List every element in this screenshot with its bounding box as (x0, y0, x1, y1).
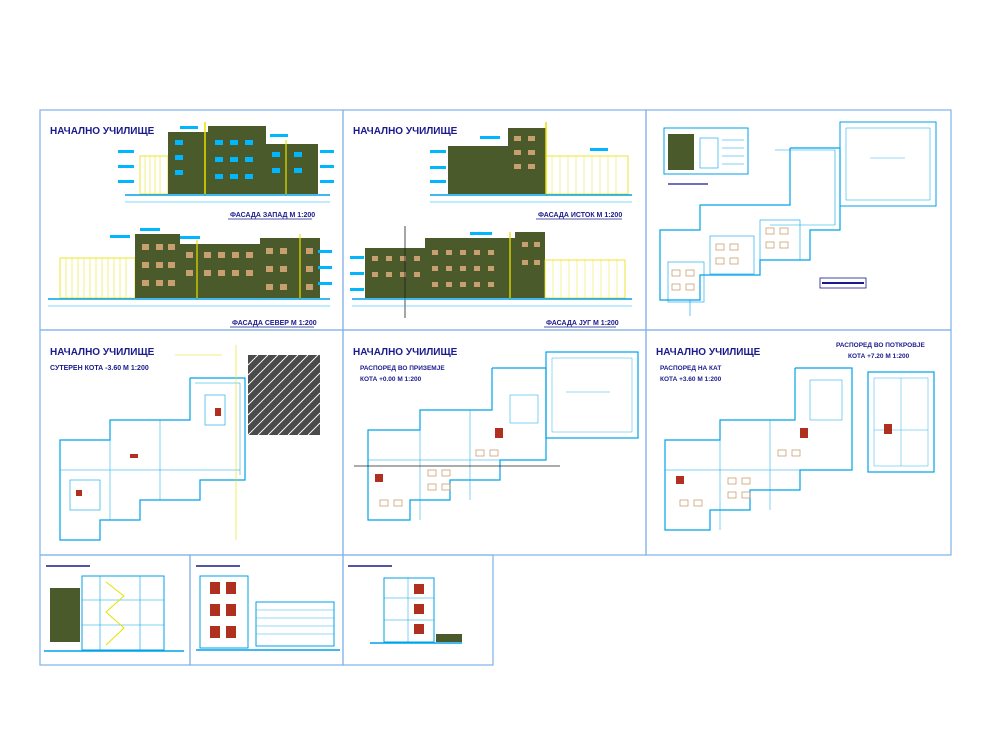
facade-east-caption: ФАСАДА ИСТОК М 1:200 (538, 212, 622, 219)
panel-1: НАЧАЛНО УЧИЛИЩЕ (48, 122, 334, 328)
facade-east: ФАСАДА ИСТОК М 1:200 (430, 122, 632, 220)
panel-2-title: НАЧАЛНО УЧИЛИЩЕ (353, 126, 458, 137)
panel-9 (348, 565, 462, 644)
panel-6-subtitle-1: РАСПОРЕД НА КАТ (660, 365, 721, 372)
attic-plan (867, 371, 935, 473)
panel-5: НАЧАЛНО УЧИЛИЩЕ РАСПОРЕД ВО ПРИЗЕМЈЕ КОТ… (353, 347, 639, 521)
panel-6-frame (645, 329, 952, 556)
ground-plan (354, 351, 639, 521)
panel-6-right-1: РАСПОРЕД ВО ПОТКРОВЈЕ (836, 342, 926, 349)
panel-4: НАЧАЛНО УЧИЛИЩЕ СУТЕРЕН КОТА -3.60 М 1:2… (50, 345, 321, 541)
panel-6-title: НАЧАЛНО УЧИЛИЩЕ (656, 347, 761, 358)
panel-8 (196, 565, 340, 651)
panel-7 (44, 565, 184, 652)
panel-5-frame (342, 329, 647, 556)
facade-west-caption: ФАСАДА ЗАПАД М 1:200 (230, 212, 315, 219)
site-plan (659, 121, 937, 316)
panel-5-subtitle-1: РАСПОРЕД ВО ПРИЗЕМЈЕ (360, 365, 445, 372)
panel-6-right-2: КОТА +7.20 М 1:200 (848, 353, 910, 360)
panel-3 (659, 121, 937, 316)
panel-frames (39, 109, 952, 666)
panel-9-frame (342, 554, 494, 666)
panel-6: НАЧАЛНО УЧИЛИЩЕ РАСПОРЕД НА КАТ КОТА +3.… (656, 342, 935, 531)
facade-south-caption: ФАСАДА ЈУГ М 1:200 (546, 320, 619, 327)
first-floor-plan (664, 367, 853, 531)
facade-west: ФАСАДА ЗАПАД М 1:200 (118, 122, 334, 220)
panel-6-subtitle-2: КОТА +3.60 М 1:200 (660, 376, 722, 383)
panel-2: НАЧАЛНО УЧИЛИЩЕ ФАСАДА ИСТОК М 1:200 (350, 122, 632, 328)
panel-1-title: НАЧАЛНО УЧИЛИЩЕ (50, 126, 155, 137)
small-section-view (663, 127, 749, 185)
facade-north: ФАСАДА СЕВЕР М 1:200 (48, 228, 332, 328)
panel-5-subtitle-2: КОТА +0.00 М 1:200 (360, 376, 422, 383)
panel-4-subtitle: СУТЕРЕН КОТА -3.60 М 1:200 (50, 365, 149, 372)
facade-north-caption: ФАСАДА СЕВЕР М 1:200 (232, 320, 317, 327)
facade-south: ФАСАДА ЈУГ М 1:200 (350, 226, 632, 328)
panel-5-title: НАЧАЛНО УЧИЛИЩЕ (353, 347, 458, 358)
panel-4-title: НАЧАЛНО УЧИЛИЩЕ (50, 347, 155, 358)
hatched-block (248, 355, 320, 435)
site-plan-stamp (819, 277, 867, 289)
basement-plan (59, 345, 246, 541)
